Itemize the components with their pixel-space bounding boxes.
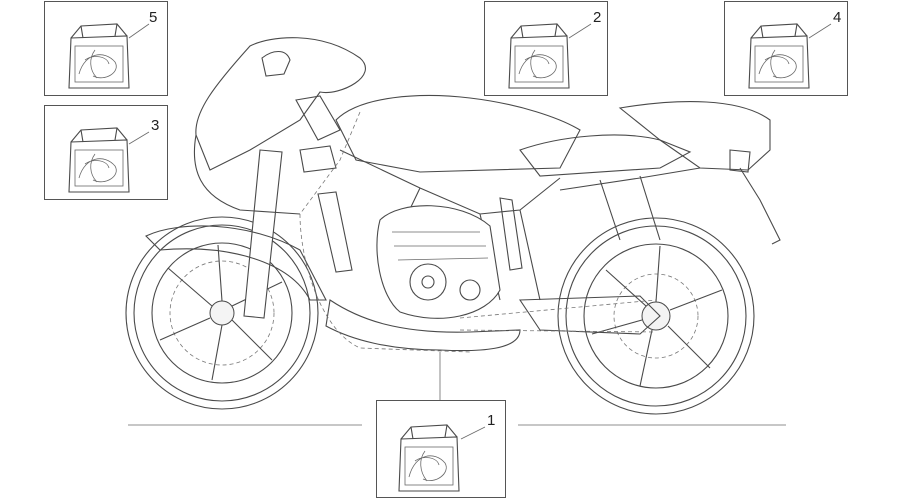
callout-box-1: 1 <box>376 400 506 498</box>
rear-wheel <box>557 217 755 415</box>
callout-leader-4 <box>808 23 832 39</box>
callout-label-2: 2 <box>593 9 602 26</box>
callout-leader-5 <box>128 23 150 39</box>
callout-label-5: 5 <box>149 9 158 26</box>
front-wheel <box>125 216 319 410</box>
callout-leader-2 <box>568 23 592 39</box>
callout-box-4: 4 <box>724 1 848 96</box>
callout-box-5: 5 <box>44 1 168 96</box>
callout-label-3: 3 <box>151 117 160 134</box>
callout-leader-3 <box>128 131 150 145</box>
decal-kit-bag-icon <box>68 23 130 89</box>
decal-kit-bag-icon <box>748 23 810 89</box>
decal-kit-bag-icon <box>508 23 570 89</box>
callout-box-3: 3 <box>44 105 168 200</box>
callout-leader-1 <box>460 426 486 440</box>
callout-label-1: 1 <box>487 412 496 429</box>
callout-box-2: 2 <box>484 1 608 96</box>
decal-kit-bag-icon <box>398 424 460 492</box>
decal-kit-bag-icon <box>68 127 130 193</box>
callout-label-4: 4 <box>833 9 842 26</box>
